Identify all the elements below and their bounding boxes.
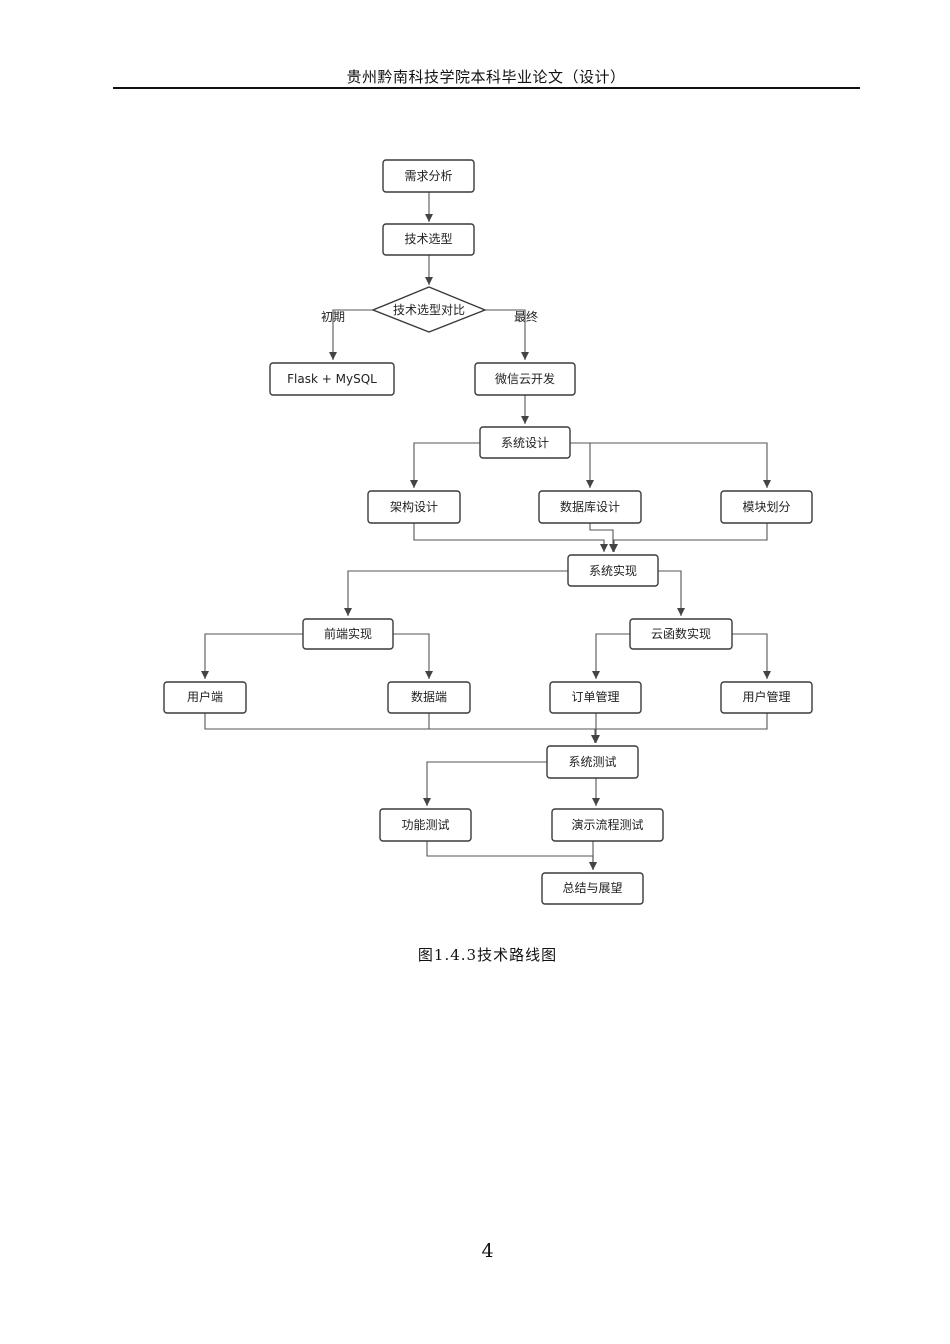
edge-module-to-impl <box>610 523 768 552</box>
node-label: 系统设计 <box>501 436 549 450</box>
node-label: 微信云开发 <box>495 371 555 386</box>
edge-test-to-function <box>423 761 547 806</box>
node-label: 总结与展望 <box>562 881 622 895</box>
edge-impl-to-frontend <box>344 570 568 616</box>
edge-frontend-to-data-end <box>393 633 433 679</box>
node-order-management: 订单管理 <box>549 681 642 714</box>
node-label: 模块划分 <box>742 500 790 514</box>
node-label: 数据端 <box>411 689 447 704</box>
node-system-implementation: 系统实现 <box>567 554 659 587</box>
node-system-design: 系统设计 <box>479 426 571 459</box>
node-label: 数据库设计 <box>560 499 620 514</box>
node-user-end: 用户端 <box>163 681 247 714</box>
node-label: 用户端 <box>187 689 223 704</box>
edge-compare-to-wechat <box>485 309 529 360</box>
edge-design-to-module <box>570 442 771 488</box>
edge-cloudfn-to-usermgmt <box>732 633 771 679</box>
edge-label-early: 初期 <box>321 310 345 324</box>
node-database-design: 数据库设计 <box>538 490 642 524</box>
technical-roadmap-flowchart: 初期 最终 需求分析 技术选型 技术选型对比 Flask + MySQL 微信云… <box>163 159 813 905</box>
figure-caption: 图1.4.3技术路线图 <box>417 946 558 964</box>
edge-design-to-database <box>570 442 594 488</box>
edge-label-final: 最终 <box>514 309 538 324</box>
node-label: 云函数实现 <box>651 626 711 641</box>
edges <box>201 192 771 870</box>
node-user-management: 用户管理 <box>720 681 813 714</box>
edge-user-end-to-test <box>204 713 599 743</box>
edge-impl-to-cloudfn <box>658 570 685 616</box>
node-summary-outlook: 总结与展望 <box>541 872 644 905</box>
node-architecture-design: 架构设计 <box>367 490 461 524</box>
node-function-testing: 功能测试 <box>379 808 472 842</box>
edge-frontend-to-user-end <box>201 633 303 679</box>
node-label: 演示流程测试 <box>571 817 643 832</box>
node-tech-selection: 技术选型 <box>382 223 475 256</box>
node-label: 订单管理 <box>571 689 619 704</box>
node-label: 技术选型对比 <box>393 303 465 317</box>
page-header: 贵州黔南科技学院本科毕业论文（设计） <box>346 68 626 86</box>
node-label: 系统测试 <box>568 754 616 769</box>
node-cloud-function-implementation: 云函数实现 <box>629 618 733 650</box>
node-flask-mysql: Flask + MySQL <box>269 362 395 396</box>
node-system-testing: 系统测试 <box>546 745 639 779</box>
node-label: 功能测试 <box>401 817 449 832</box>
node-data-end: 数据端 <box>387 681 471 714</box>
node-label: 前端实现 <box>324 626 372 641</box>
node-label: 需求分析 <box>404 169 452 183</box>
edge-design-to-architecture <box>410 442 480 488</box>
node-label: 系统实现 <box>589 563 637 578</box>
edge-compare-to-flask <box>329 309 373 360</box>
node-requirements: 需求分析 <box>382 159 475 193</box>
edge-cloudfn-to-order <box>592 633 630 679</box>
header-rule <box>113 87 860 89</box>
node-label: 技术选型 <box>404 232 452 246</box>
node-label: 用户管理 <box>742 689 790 704</box>
node-module-division: 模块划分 <box>720 490 813 524</box>
node-frontend-implementation: 前端实现 <box>302 618 394 650</box>
edge-function-to-summary <box>426 841 597 870</box>
node-label: 架构设计 <box>390 499 438 514</box>
node-tech-compare: 技术选型对比 <box>371 286 487 333</box>
edge-usermgmt-to-test <box>596 713 768 730</box>
edge-architecture-to-impl <box>413 523 608 552</box>
node-label: Flask + MySQL <box>287 372 377 386</box>
node-demo-flow-testing: 演示流程测试 <box>551 808 664 842</box>
edge-database-to-impl <box>589 523 617 552</box>
page-number: 4 <box>481 1240 494 1262</box>
node-wechat-cloud: 微信云开发 <box>474 362 576 396</box>
